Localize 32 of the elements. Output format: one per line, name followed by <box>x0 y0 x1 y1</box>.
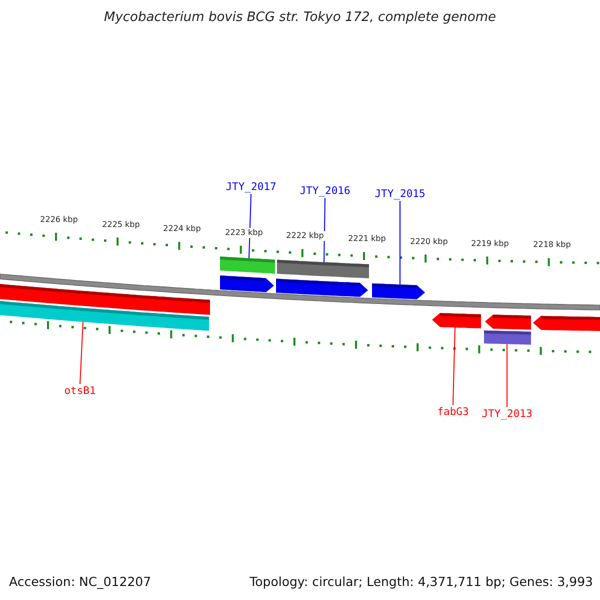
gene-feature <box>432 313 481 328</box>
gene-feature <box>372 283 425 300</box>
gene-label: JTY_2013 <box>482 407 532 421</box>
leader-line <box>324 198 326 263</box>
gene-feature <box>276 278 368 297</box>
genome-stats-note: Topology: circular; Length: 4,371,711 bp; Genes: 3,993 <box>250 574 593 589</box>
gene-label: JTY_2015 <box>374 187 426 201</box>
gene-feature <box>485 314 531 330</box>
scale-label: 2224 kbp <box>162 224 202 234</box>
leader-line <box>506 344 508 408</box>
gene-feature <box>0 301 209 331</box>
leader-line <box>452 327 456 406</box>
genome-title: Mycobacterium bovis BCG str. Tokyo 172, complete genome <box>103 10 497 25</box>
scale-label: 2220 kbp <box>409 236 449 247</box>
scale-label: 2223 kbp <box>224 228 264 238</box>
scale-label: 2226 kbp <box>39 214 79 225</box>
gene-label: JTY_2016 <box>300 184 350 198</box>
gene-feature <box>484 330 531 345</box>
scale-label: 2219 kbp <box>470 238 510 249</box>
gene-feature <box>220 256 275 274</box>
scale-label: 2225 kbp <box>101 220 141 230</box>
gene-label: JTY_2017 <box>226 180 276 194</box>
scale-label: 2221 kbp <box>347 234 387 244</box>
gene-label: fabG3 <box>437 405 469 419</box>
accession-note: Accession: NC_012207 <box>9 574 152 589</box>
scale-label: 2218 kbp <box>532 240 572 250</box>
leader-line <box>80 321 84 384</box>
gene-feature <box>533 316 600 331</box>
scale-label: 2222 kbp <box>285 231 325 242</box>
gene-feature <box>220 276 274 292</box>
gene-feature <box>277 260 369 278</box>
gene-label: otsB1 <box>64 384 96 398</box>
